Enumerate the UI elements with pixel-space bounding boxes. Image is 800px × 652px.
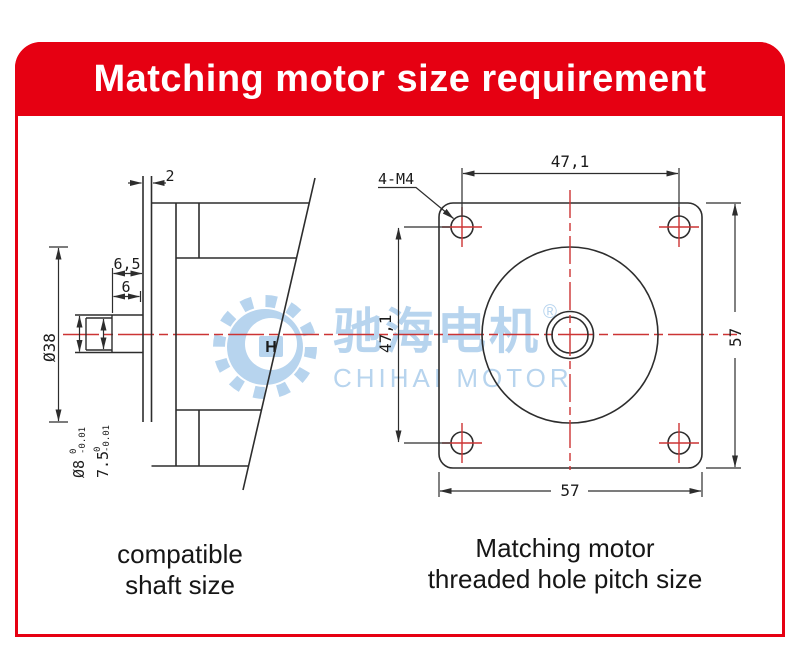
- dim-thread-spec: 4-M4: [378, 170, 414, 188]
- dim-shaft-dia-tol-lower: -0.01: [78, 427, 88, 454]
- dim-shaft-dia-tol-upper: 0: [69, 449, 79, 454]
- page-title: Matching motor size requirement: [93, 57, 707, 100]
- left-view-dimensions: [49, 180, 166, 423]
- right-view-caption: Matching motor threaded hole pitch size: [385, 533, 745, 595]
- gear-teeth: [213, 295, 317, 399]
- dim-hole-pitch-horizontal: 47,1: [551, 152, 590, 171]
- svg-text:7.5: 7.5: [94, 451, 112, 478]
- watermark-brand-cn: 驰海电机: [333, 303, 542, 360]
- shaft-hole-outer: [545, 310, 595, 360]
- dim-shaft-flat-tol-lower: -0.01: [102, 425, 112, 452]
- dim-shaft-length-total: 6,5: [113, 255, 140, 273]
- left-caption-line1: compatible: [117, 539, 243, 569]
- right-caption-line2: threaded hole pitch size: [427, 564, 703, 594]
- dim-boss-thickness: 2: [165, 167, 174, 185]
- monogram-letter: H: [265, 339, 277, 356]
- right-view-centerlines: [442, 190, 699, 470]
- left-view-caption: compatible shaft size: [75, 539, 285, 601]
- dim-shaft-flat-tol-upper: 0: [93, 447, 103, 452]
- svg-text:Ø8: Ø8: [70, 460, 88, 478]
- dim-shaft-length-flat: 6: [121, 278, 130, 296]
- brand-watermark: H 驰海电机 ® CHIHAI MOTOR: [205, 287, 573, 407]
- title-banner: Matching motor size requirement: [15, 42, 785, 116]
- left-caption-line2: shaft size: [125, 570, 235, 600]
- dim-shaft-diameter: Ø8 0 -0.01: [69, 427, 88, 478]
- dim-shaft-flat-width: 7.5 0 -0.01: [93, 425, 112, 478]
- right-view-dimensions: [378, 168, 741, 497]
- dim-boss-diameter: Ø38: [40, 333, 59, 362]
- left-view-drawing: [75, 176, 316, 491]
- right-caption-line1: Matching motor: [475, 533, 655, 563]
- dim-plate-height: 57: [726, 328, 745, 347]
- watermark-brand-en: CHIHAI MOTOR: [333, 363, 573, 393]
- watermark-text: 驰海电机 ® CHIHAI MOTOR: [333, 303, 573, 394]
- dim-hole-pitch-vertical: 47,1: [376, 314, 395, 353]
- gear-logo-icon: H: [213, 295, 317, 399]
- dim-plate-width: 57: [560, 481, 579, 500]
